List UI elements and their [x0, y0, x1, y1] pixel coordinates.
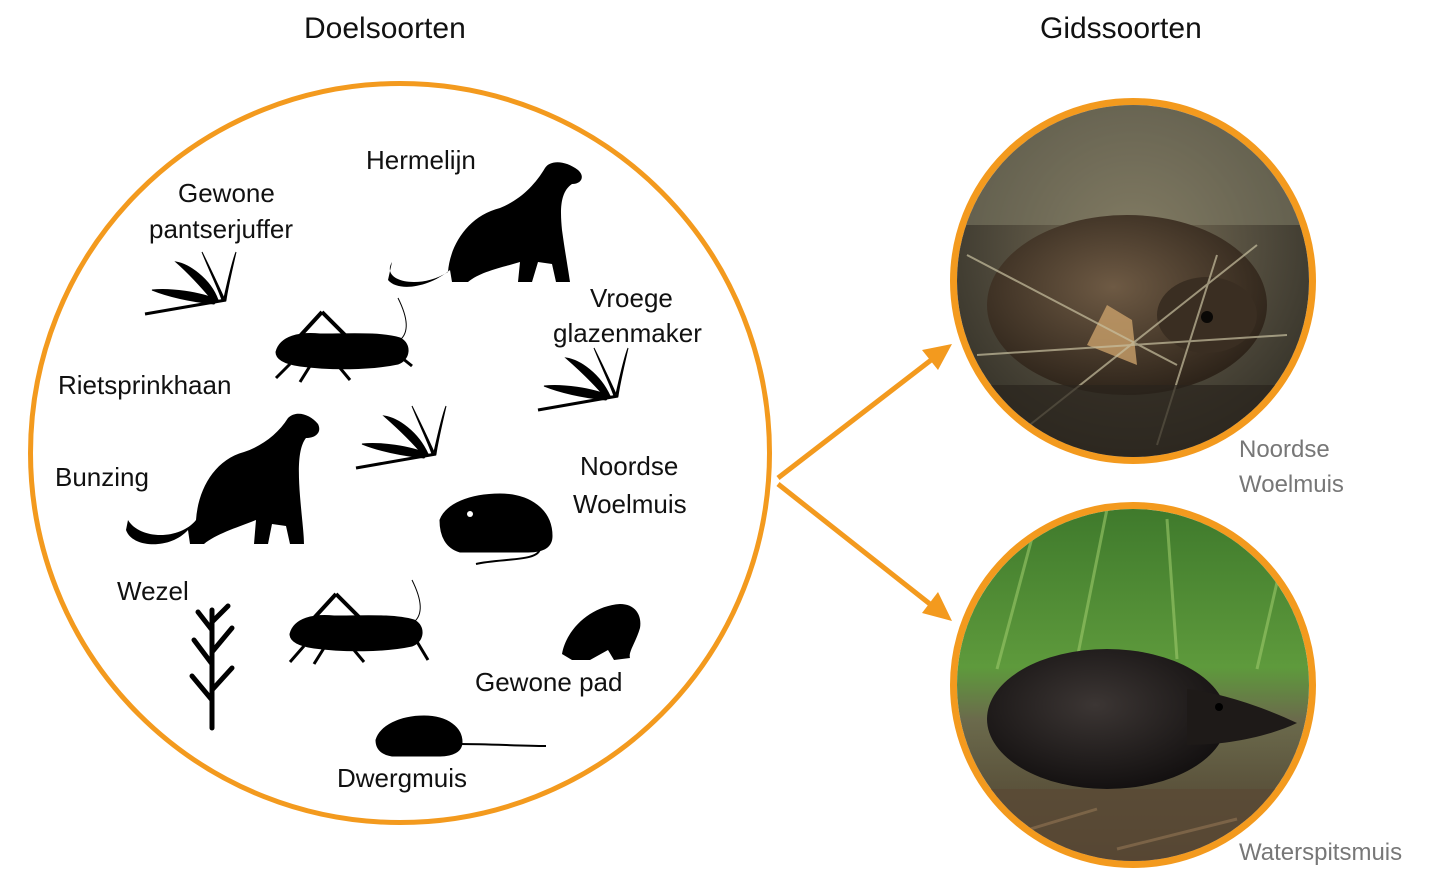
- label-rietsprinkhaan: Rietsprinkhaan: [58, 367, 231, 403]
- label-woelmuis-line2: Woelmuis: [573, 486, 687, 522]
- caption-noordse-line1: Noordse: [1239, 433, 1330, 467]
- toad-icon: [562, 604, 640, 660]
- dragonfly-icon: [356, 406, 446, 468]
- label-woelmuis-line1: Noordse: [580, 448, 678, 484]
- damselfly-icon: [145, 252, 236, 314]
- label-dwergmuis: Dwergmuis: [337, 760, 467, 796]
- grasshopper-icon: [276, 298, 412, 382]
- arrow-to-woelmuis: [778, 344, 952, 478]
- caption-noordse-line2: Woelmuis: [1239, 468, 1344, 502]
- label-pantserjuffer-line2: pantserjuffer: [149, 211, 293, 247]
- label-glazenmaker-line1: Vroege: [590, 280, 673, 316]
- weasel-icon: [192, 606, 232, 728]
- stoat-icon: [388, 162, 582, 287]
- harvest-mouse-icon: [376, 716, 546, 756]
- label-pantserjuffer-line1: Gewone: [178, 175, 275, 211]
- label-wezel: Wezel: [117, 573, 189, 609]
- photo-noordse-woelmuis: [950, 98, 1316, 464]
- label-glazenmaker-line2: glazenmaker: [553, 315, 702, 351]
- arrow-to-waterspitsmuis: [778, 484, 952, 621]
- label-bunzing: Bunzing: [55, 459, 149, 495]
- grasshopper-icon: [290, 580, 428, 664]
- caption-waterspitsmuis: Waterspitsmuis: [1239, 836, 1402, 870]
- polecat-icon: [126, 414, 319, 545]
- photo-waterspitsmuis: [950, 502, 1316, 868]
- label-gewone-pad: Gewone pad: [475, 664, 622, 700]
- dragonfly-icon: [538, 348, 628, 410]
- label-hermelijn: Hermelijn: [366, 142, 476, 178]
- vole-icon: [440, 494, 552, 564]
